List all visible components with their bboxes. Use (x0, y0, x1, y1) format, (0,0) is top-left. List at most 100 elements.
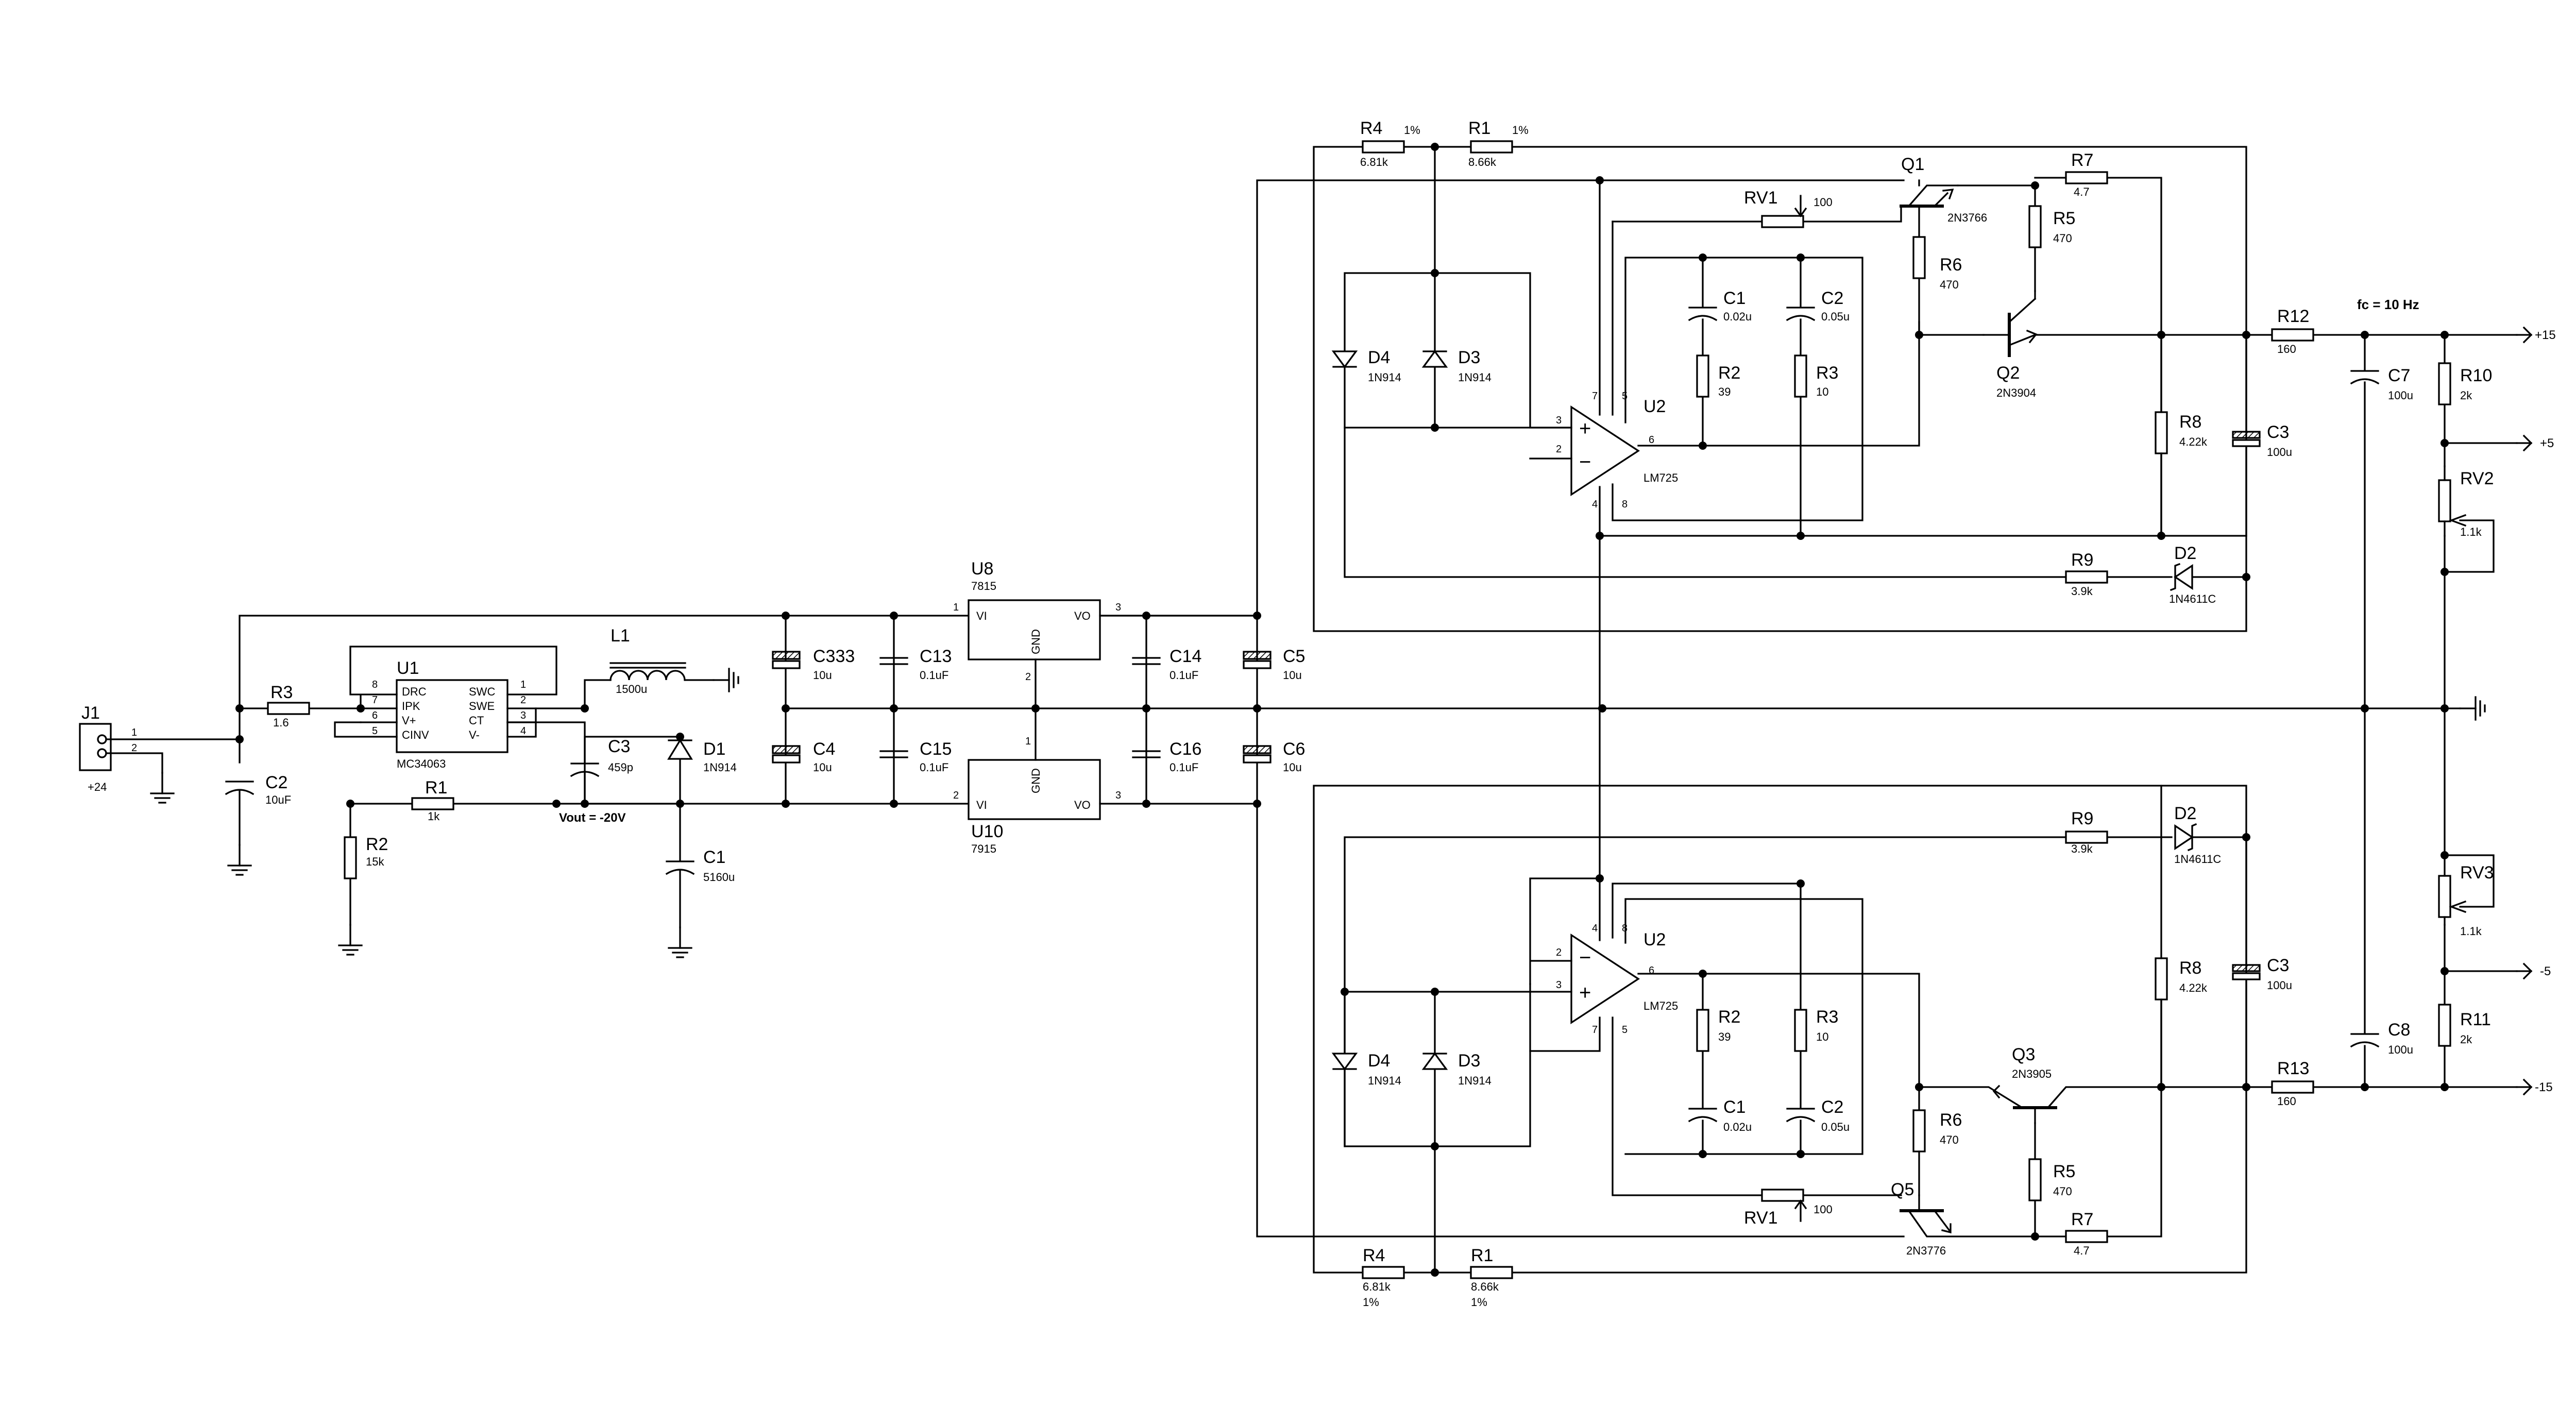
r11-value: 2k (2460, 1033, 2472, 1046)
port-minus15: -15 (2516, 1079, 2553, 1095)
c14-capacitor: C14 0.1uF (1132, 647, 1201, 682)
pos-q1-transistor: Q1 2N3766 (1900, 155, 1987, 224)
neg-r8-value: 4.22k (2179, 981, 2208, 994)
pos-rv1-ref: RV1 (1744, 188, 1778, 208)
neg-d3: D3 1N914 (1421, 1051, 1492, 1087)
pos-r7-ref: R7 (2071, 150, 2093, 170)
c16-capacitor: C16 0.1uF (1132, 739, 1201, 774)
r10-value: 2k (2460, 389, 2472, 402)
neg-d3-value: 1N914 (1458, 1074, 1492, 1087)
neg-r6-value: 470 (1940, 1133, 1959, 1146)
c6-value: 10u (1283, 761, 1302, 774)
neg-r9: R9 3.9k (2065, 809, 2108, 855)
neg-r1-value: 8.66k (1471, 1280, 1499, 1293)
c6-capacitor: C6 10u (1243, 739, 1305, 774)
pos-u2-part: LM725 (1643, 471, 1678, 484)
pos-d4-value: 1N914 (1368, 371, 1401, 384)
u1-pinnum-4: 4 (520, 725, 526, 737)
u10-vo: VO (1074, 799, 1091, 811)
c1-ref: C1 (703, 847, 725, 867)
pos-q2-value: 2N3904 (1996, 386, 2036, 399)
pos-c3-ref: C3 (2267, 422, 2289, 442)
u1-pin-swc: SWC (469, 685, 495, 698)
u1-pin-ipk: IPK (402, 700, 420, 713)
neg-d4-value: 1N914 (1368, 1074, 1401, 1087)
neg-r3-ref: R3 (1816, 1007, 1838, 1027)
neg-r5: R5 470 (2028, 1158, 2075, 1201)
c5-capacitor: C5 10u (1243, 647, 1305, 682)
pos-d2-ref: D2 (2174, 544, 2196, 563)
u1-pin-ct: CT (469, 714, 484, 727)
c1-capacitor-output: C1 5160u (666, 847, 735, 884)
pos-u2-pin4: 4 (1592, 499, 1598, 510)
c3-ref: C3 (608, 737, 630, 756)
neg-d4-ref: D4 (1368, 1051, 1390, 1071)
j1-pin1: 1 (131, 727, 137, 738)
pos-r6-value: 470 (1940, 278, 1959, 291)
c4-capacitor: C4 10u (772, 739, 835, 774)
r2-resistor: R2 15k (344, 835, 388, 879)
r11-resistor: R11 2k (2438, 1004, 2491, 1047)
pos-c2: C2 0.05u (1786, 289, 1850, 323)
neg-c3-value: 100u (2267, 979, 2292, 992)
neg-c2-value: 0.05u (1821, 1121, 1850, 1133)
neg-u2-pin6: 6 (1649, 965, 1654, 976)
pos-d4-ref: D4 (1368, 348, 1390, 367)
r1-ref: R1 (425, 778, 447, 798)
u8-pin-out: 3 (1115, 602, 1121, 613)
neg-r1-tol: 1% (1471, 1296, 1487, 1309)
neg-r3-value: 10 (1816, 1030, 1828, 1043)
pos-r1-ref: R1 (1468, 118, 1490, 138)
u8-regulator: U8 7815 VI VO GND 1 3 2 (953, 559, 1121, 683)
neg-q5-value: 2N3776 (1906, 1244, 1946, 1257)
c7-capacitor: C7 100u (2350, 366, 2413, 402)
u1-pinnum-7: 7 (372, 694, 378, 706)
neg-r6-ref: R6 (1940, 1110, 1962, 1130)
r13-ref: R13 (2277, 1059, 2309, 1078)
r3-value: 1.6 (273, 716, 289, 729)
pos-u2-pin3: 3 (1556, 415, 1562, 426)
neg-r7-ref: R7 (2071, 1210, 2093, 1229)
neg-rv1-value: 100 (1814, 1203, 1833, 1216)
neg-r7: R7 4.7 (2065, 1210, 2108, 1257)
pos-r5-ref: R5 (2053, 209, 2075, 228)
u10-vi: VI (976, 799, 987, 811)
pos-u2-ref: U2 (1643, 397, 1666, 416)
pos-c3-value: 100u (2267, 446, 2292, 459)
pos-c1-ref: C1 (1723, 289, 1745, 308)
port-plus5: +5 (2516, 435, 2554, 451)
u1-pinnum-2: 2 (520, 694, 526, 706)
pos-q1-value: 2N3766 (1947, 211, 1987, 224)
pos-u2-pin2: 2 (1556, 444, 1562, 455)
pos-d2-zener: D2 1N4611C (2169, 544, 2216, 605)
j1-ref: J1 (81, 703, 100, 723)
neg-u2-pin2: 2 (1556, 947, 1562, 958)
r13-resistor: R13 160 (2271, 1059, 2314, 1108)
pos-u2-pin7: 7 (1592, 391, 1598, 402)
pos-d4: D4 1N914 (1331, 348, 1401, 384)
pos-r8-ref: R8 (2179, 412, 2201, 432)
neg-u2-pin7: 7 (1592, 1024, 1598, 1036)
d1-ref: D1 (703, 739, 725, 759)
pos-r3: R3 10 (1794, 354, 1838, 398)
neg-r4-value: 6.81k (1363, 1280, 1391, 1293)
c333-value: 10u (813, 669, 832, 682)
neg-u2-plus: + (1579, 981, 1591, 1004)
neg-q5-ref: Q5 (1891, 1180, 1914, 1199)
neg-r4: R4 6.81k 1% (1362, 1246, 1405, 1309)
pos-r8-value: 4.22k (2179, 435, 2208, 448)
neg-r1: R1 8.66k 1% (1470, 1246, 1513, 1309)
c13-capacitor: C13 0.1uF (879, 647, 952, 682)
neg-d3-ref: D3 (1458, 1051, 1480, 1071)
l1-inductor: L1 1500u (609, 626, 686, 696)
neg-u2-ref: U2 (1643, 930, 1666, 950)
u8-pin-in: 1 (953, 602, 959, 613)
pos-d3: D3 1N914 (1421, 348, 1492, 384)
u1-ic: U1 MC34063 DRC IPK V+ CINV SWC SWE CT V-… (372, 658, 526, 770)
u1-ref: U1 (397, 658, 419, 678)
d1-diode: D1 1N914 (668, 739, 737, 774)
r1-value: 1k (428, 810, 440, 823)
neg-c2: C2 0.05u (1786, 1097, 1850, 1133)
neg-rv1-ref: RV1 (1744, 1208, 1778, 1228)
neg-r3: R3 10 (1794, 1007, 1838, 1052)
